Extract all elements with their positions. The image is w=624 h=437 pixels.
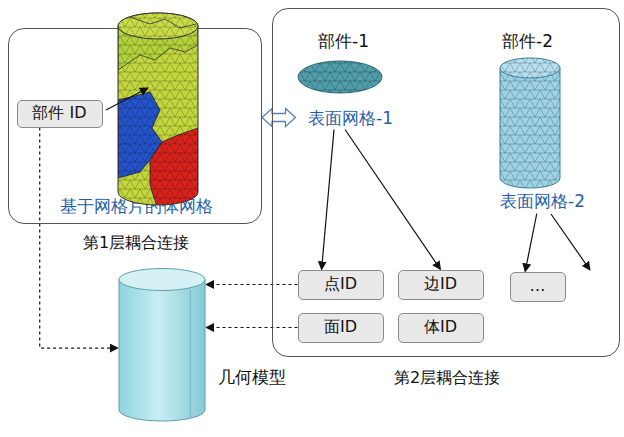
branch-arrow	[551, 214, 590, 270]
part-id-box: 部件 ID	[17, 100, 103, 128]
arrow	[525, 214, 537, 272]
cylinder-top	[119, 269, 205, 291]
disk-mesh	[298, 61, 382, 93]
ellipsis-box: …	[510, 272, 566, 302]
geometry-model: 几何模型	[118, 268, 206, 422]
part-group: 部件-2 表面网格-2	[486, 30, 600, 214]
double-arrow	[262, 109, 296, 127]
box-label: 体ID	[424, 317, 457, 338]
volume-mesh-cylinder	[118, 10, 198, 210]
cylinder-shape	[118, 268, 206, 422]
node-label: 部件-1	[296, 30, 392, 52]
arrow	[345, 130, 441, 270]
id-box: 体ID	[398, 313, 484, 343]
part-group: 部件-1 表面网格-1	[296, 30, 406, 130]
box-label: 边ID	[424, 274, 457, 295]
box-label: 部件 ID	[32, 103, 86, 124]
cylinder-body	[119, 279, 205, 421]
box-label: 面ID	[324, 317, 357, 338]
node-label: 部件-2	[486, 30, 570, 52]
node-label: 第1层耦合连接	[9, 233, 263, 254]
surface-mesh-panel: 第2层耦合连接部件-1表面网格-1部件-2表面网格-2点ID边ID面ID体ID…	[272, 8, 620, 357]
node-label: 第2层耦合连接	[273, 368, 621, 389]
dashed-arrow	[206, 327, 298, 328]
id-box: 面ID	[298, 313, 384, 343]
volume-mesh-outline	[118, 13, 198, 205]
leader-arrow	[106, 88, 148, 110]
node-label: 基于网格片的体网格	[9, 195, 263, 217]
cylinder-seam	[190, 290, 191, 418]
id-box: 边ID	[398, 270, 484, 300]
id-box: 点ID	[298, 270, 384, 300]
cylinder-surface-mesh	[500, 58, 560, 188]
node-label: 表面网格-1	[296, 107, 406, 129]
box-label: …	[530, 276, 546, 297]
dashed-arrow	[206, 284, 298, 285]
arrow	[322, 130, 334, 270]
node-label: 表面网格-2	[486, 190, 600, 212]
box-label: 点ID	[324, 274, 357, 295]
node-label: 几何模型	[218, 366, 308, 388]
volume-mesh-panel: 基于网格片的体网格第1层耦合连接部件 ID	[8, 28, 262, 224]
